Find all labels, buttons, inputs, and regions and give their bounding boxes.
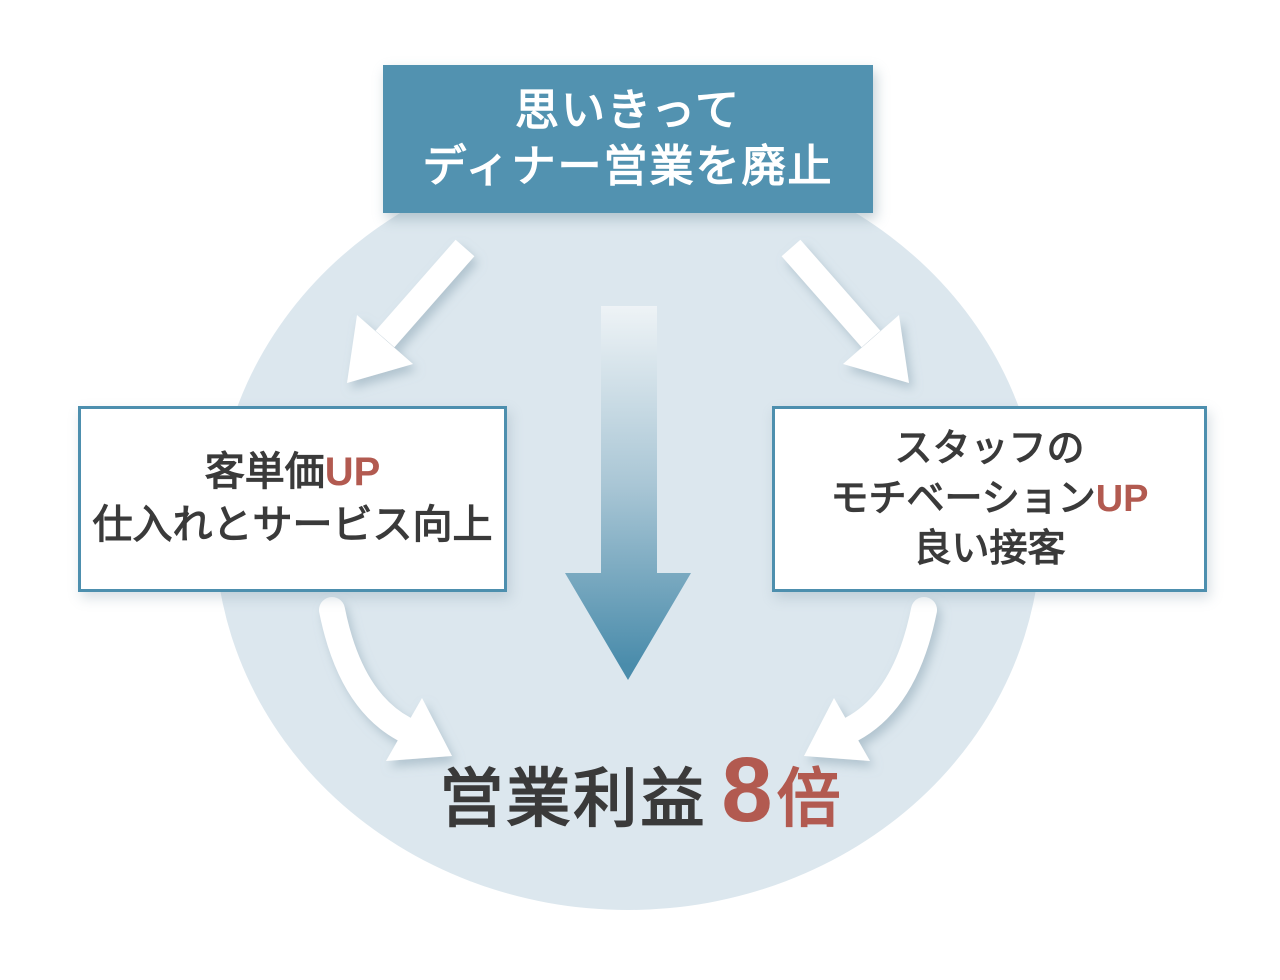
- top-cause-line2: ディナー営業を廃止: [422, 142, 834, 191]
- right-effect-line2-text: モチベーション: [830, 478, 1096, 520]
- left-effect-line1: 客単価UP: [205, 446, 381, 499]
- center-down-arrow-icon: [565, 306, 691, 680]
- arrow-bottom-right-icon: [804, 597, 937, 761]
- arrow-bottom-left-icon: [319, 597, 452, 761]
- left-effect-up-accent: UP: [324, 450, 381, 494]
- left-effect-line2: 仕入れとサービス向上: [92, 503, 493, 547]
- result-multiplier: 8: [721, 739, 773, 841]
- result-label: 営業利益: [439, 763, 708, 835]
- right-effect-box: スタッフの モチベーションUP 良い接客: [772, 406, 1207, 592]
- right-effect-line3: 良い接客: [913, 528, 1066, 570]
- result-unit: 倍: [776, 763, 841, 835]
- right-effect-up-accent: UP: [1095, 478, 1149, 520]
- left-effect-line1-text: 客単価: [204, 450, 325, 494]
- arrow-top-left-icon: [347, 239, 475, 383]
- top-cause-line1: 思いきって: [514, 86, 742, 135]
- right-effect-line2: モチベーションUP: [830, 474, 1148, 524]
- result-text: 営業利益 8 倍: [0, 738, 1280, 843]
- top-cause-box: 思いきって ディナー営業を廃止: [383, 65, 873, 213]
- arrow-top-right-icon: [781, 239, 909, 383]
- right-effect-line1: スタッフの: [894, 428, 1085, 470]
- left-effect-box: 客単価UP 仕入れとサービス向上: [78, 406, 507, 592]
